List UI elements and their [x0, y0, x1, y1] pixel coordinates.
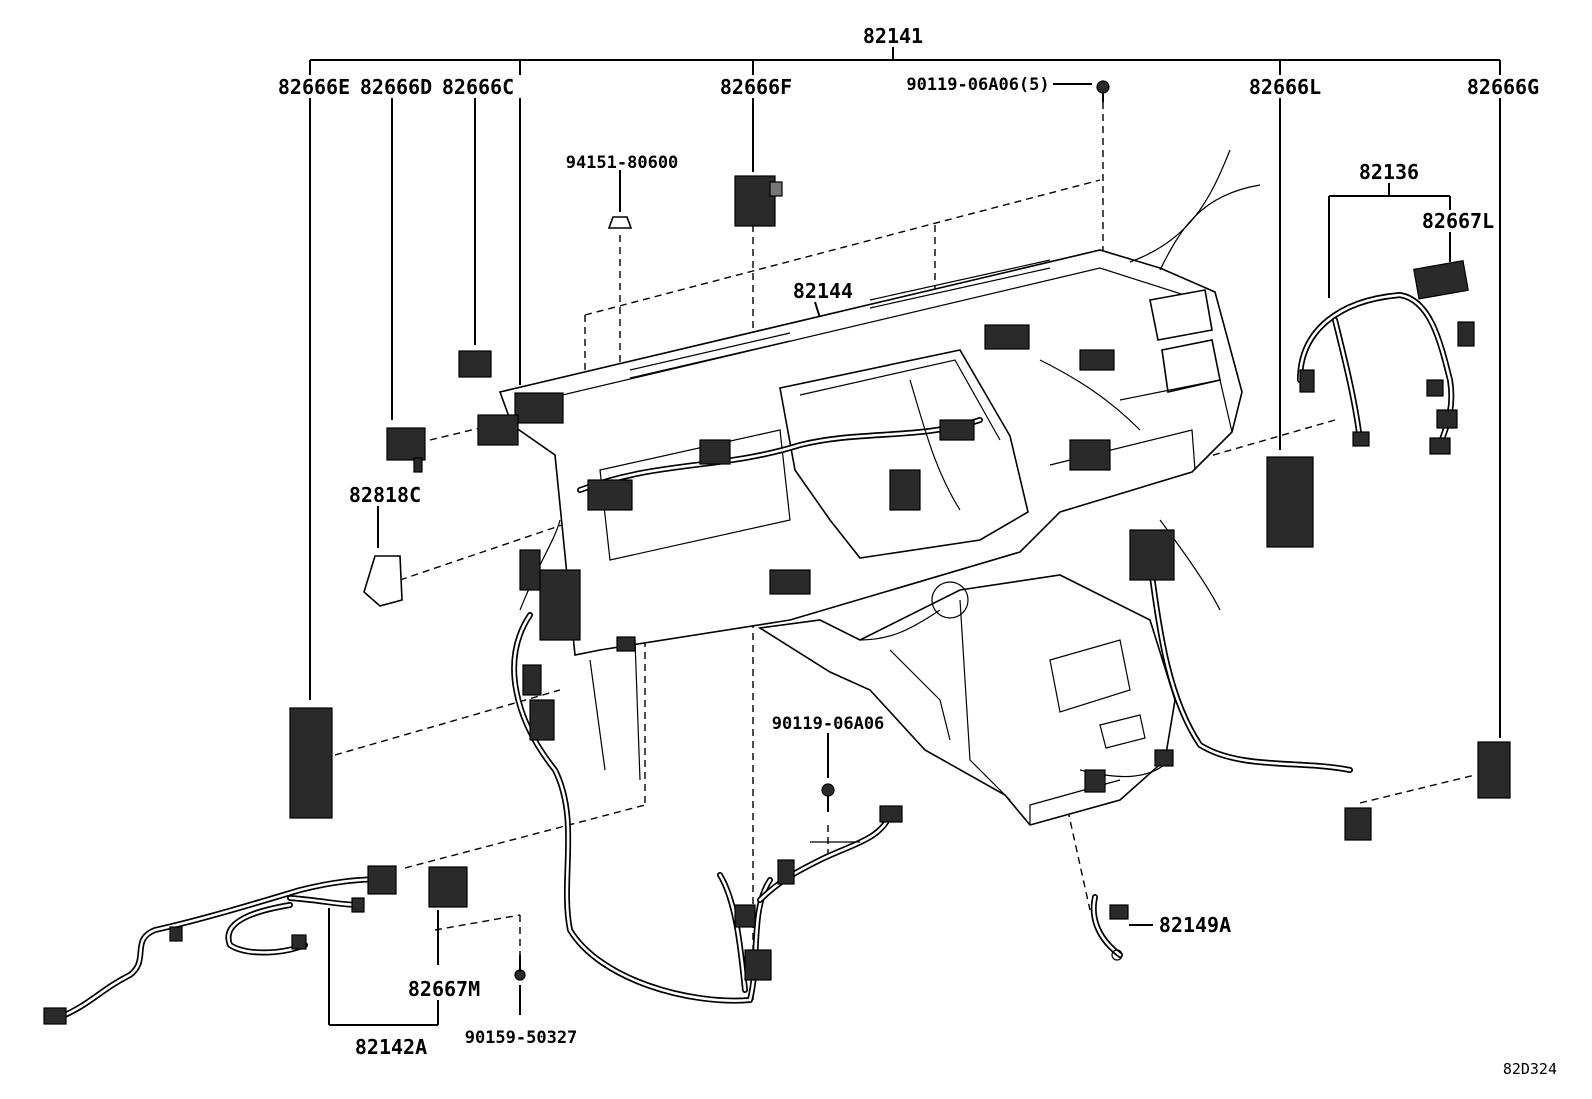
label-90119-06A06: 90119-06A06 — [772, 714, 885, 734]
label-90119-06A06-5: 90119-06A06(5) — [906, 75, 1049, 95]
label-82667L: 82667L — [1422, 209, 1494, 233]
label-82666C: 82666C — [442, 75, 514, 99]
label-82144: 82144 — [793, 279, 853, 303]
label-82666F: 82666F — [720, 75, 792, 99]
label-82141: 82141 — [863, 24, 923, 48]
label-82818C: 82818C — [349, 483, 421, 507]
harness-82142A — [43, 865, 397, 1025]
label-82666L: 82666L — [1249, 75, 1321, 99]
main-harness — [511, 359, 1353, 1004]
part-labels: 82141 82666E 82666D 82666C 82666F 90119-… — [278, 24, 1557, 1078]
label-90159-50327: 90159-50327 — [465, 1028, 578, 1048]
label-94151-80600: 94151-80600 — [566, 153, 679, 173]
label-82666E: 82666E — [278, 75, 350, 99]
components — [289, 80, 1511, 981]
label-82142A: 82142A — [355, 1035, 427, 1059]
label-82666D: 82666D — [360, 75, 432, 99]
harness-82149A — [1090, 894, 1129, 961]
diagram-code: 82D324 — [1503, 1060, 1557, 1078]
harness-center-lower — [717, 805, 903, 993]
label-82667M: 82667M — [408, 977, 480, 1001]
label-82149A: 82149A — [1159, 913, 1231, 937]
harness-82136 — [1297, 260, 1475, 455]
leader-lines — [309, 47, 1501, 1026]
instrument-panel — [498, 149, 1261, 781]
label-82666G: 82666G — [1467, 75, 1539, 99]
label-82136: 82136 — [1359, 160, 1419, 184]
